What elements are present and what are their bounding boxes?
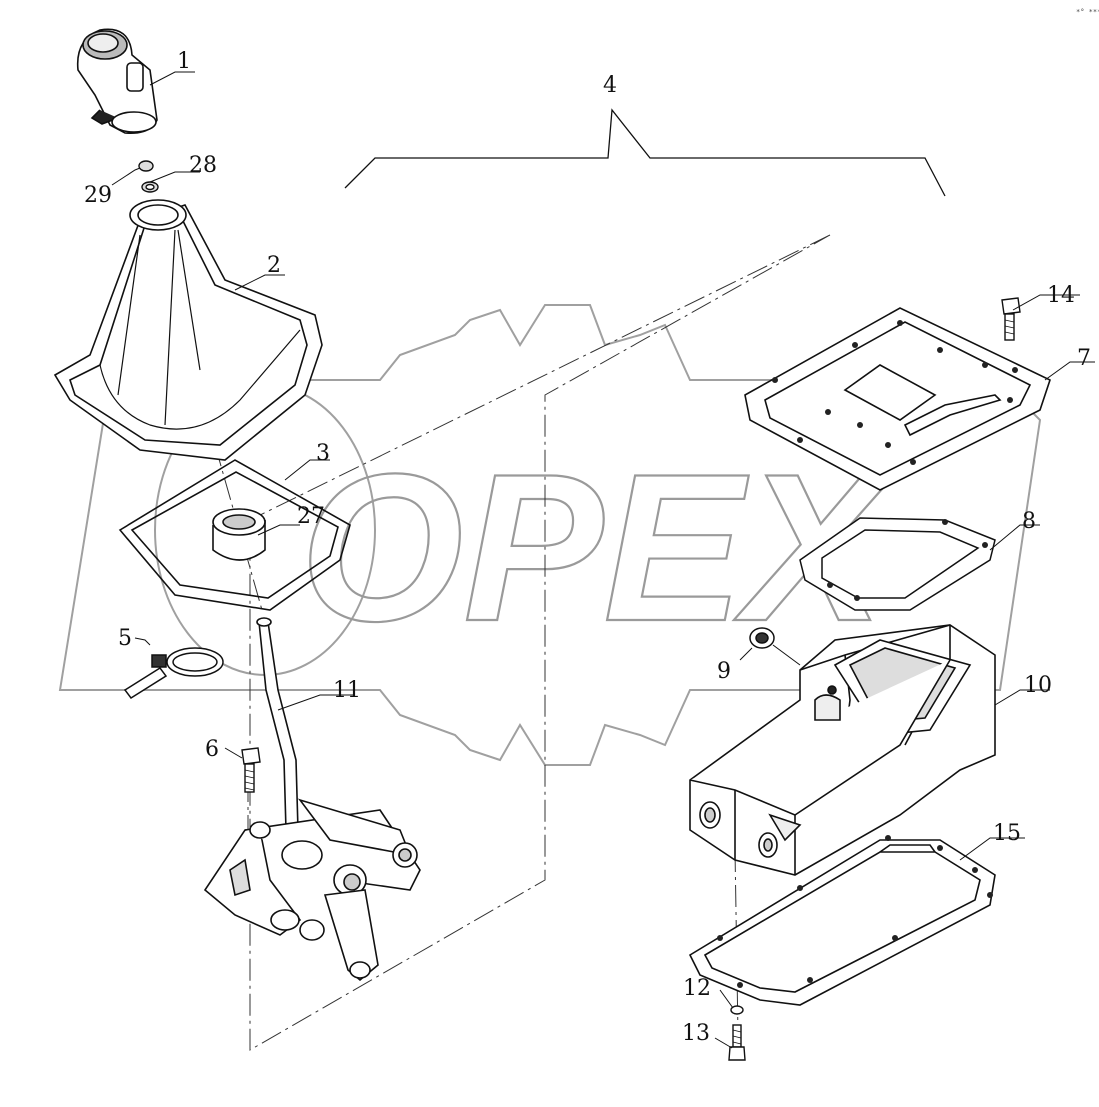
hex-nut xyxy=(749,627,775,649)
watermark-text: OPEX xyxy=(300,430,894,665)
shift-boot xyxy=(53,199,323,461)
callout-13: 13 xyxy=(682,1021,710,1046)
callout-15: 15 xyxy=(993,821,1021,846)
leader-lines xyxy=(111,71,1095,1049)
callout-10: 10 xyxy=(1024,673,1052,698)
shift-housing xyxy=(689,624,996,876)
callout-labels: 1 2 3 4 5 6 7 8 9 10 11 12 13 14 15 27 2… xyxy=(84,49,1091,1046)
callout-27: 27 xyxy=(297,504,325,529)
nut-and-washer xyxy=(138,160,159,193)
opex-watermark: OPEX xyxy=(58,304,1042,766)
callout-7: 7 xyxy=(1077,346,1091,371)
hose-clamp xyxy=(123,647,224,700)
gasket xyxy=(799,517,996,611)
corner-mark: *° *** xyxy=(1076,8,1099,16)
shift-lever xyxy=(256,617,299,831)
callout-8: 8 xyxy=(1022,509,1036,534)
callout-1: 1 xyxy=(177,49,191,74)
callout-28: 28 xyxy=(189,153,217,178)
assembly-bracket xyxy=(344,108,946,197)
frame-seal xyxy=(118,459,351,611)
shift-knob xyxy=(76,28,158,135)
callout-5: 5 xyxy=(118,626,132,651)
bottom-bolt xyxy=(728,1024,746,1061)
shift-mechanism xyxy=(203,798,421,982)
callout-11: 11 xyxy=(333,678,361,703)
callout-12: 12 xyxy=(683,976,711,1001)
callout-4: 4 xyxy=(603,73,617,98)
callout-14: 14 xyxy=(1047,283,1075,308)
callout-9: 9 xyxy=(717,659,731,684)
callout-29: 29 xyxy=(84,183,112,208)
hex-bolt-right xyxy=(1001,297,1021,341)
callout-3: 3 xyxy=(316,441,330,466)
base-gasket xyxy=(688,835,996,1006)
hex-bolt-left xyxy=(241,747,261,793)
cover-plate xyxy=(744,307,1051,491)
bottom-washer xyxy=(730,1005,744,1015)
callout-6: 6 xyxy=(205,737,219,762)
callout-2: 2 xyxy=(267,253,281,278)
bushing xyxy=(212,508,266,561)
